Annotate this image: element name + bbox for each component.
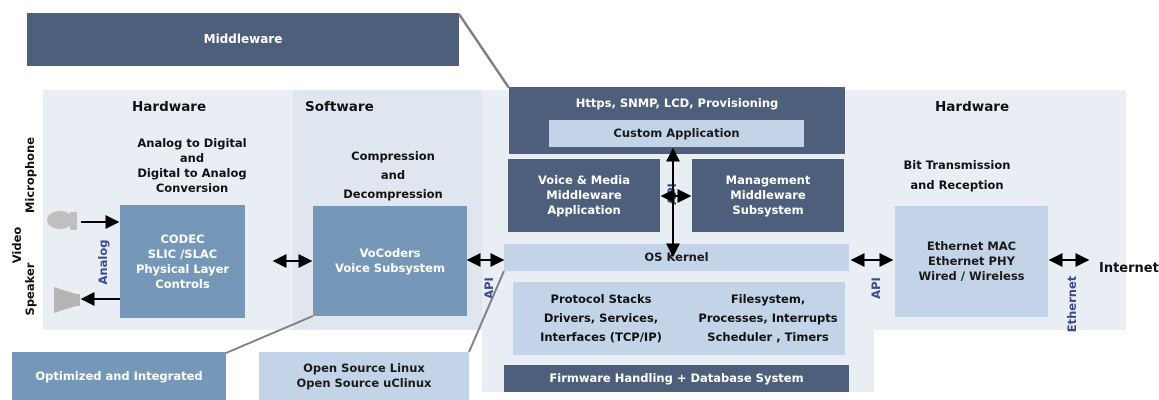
filesystem-text: Filesystem, Processes, Interrupts Schedu… [698,292,838,344]
services-block [513,282,845,355]
hardware-right-heading: Hardware [935,99,1010,115]
hardware-right-description: Bit Transmission and Reception [903,158,1011,192]
vocoders-block: VoCoders Voice Subsystem [313,206,467,316]
internet-label: Internet [1099,261,1159,276]
software-description: Compression and Decompression [343,149,443,201]
middleware-banner: Middleware [27,13,459,66]
custom-application-block: Custom Application [549,120,804,147]
software-heading: Software [305,99,374,115]
open-source-box: Open Source Linux Open Source uClinux [259,352,469,400]
codec-block: CODEC SLIC /SLAC Physical Layer Controls [120,205,245,318]
middleware-callout-line [457,13,511,89]
ethernet-mac-block: Ethernet MAC Ethernet PHY Wired / Wirele… [895,206,1048,317]
microphone-icon [47,211,77,230]
hardware-left-description: Analog to Digital and Digital to Analog … [137,136,247,195]
hardware-left-heading: Hardware [132,99,207,115]
voice-media-block: Voice & Media Middleware Application [508,159,660,232]
optimized-callout-line [225,315,314,354]
optimized-integrated-box: Optimized and Integrated [12,352,226,400]
firmware-block: Firmware Handling + Database System [504,365,849,392]
speaker-icon [54,287,80,313]
management-block: Management Middleware Subsystem [692,159,844,232]
protocol-stacks-text: Protocol Stacks Drivers, Services, Inter… [540,292,662,344]
open-source-callout-line [468,270,505,353]
